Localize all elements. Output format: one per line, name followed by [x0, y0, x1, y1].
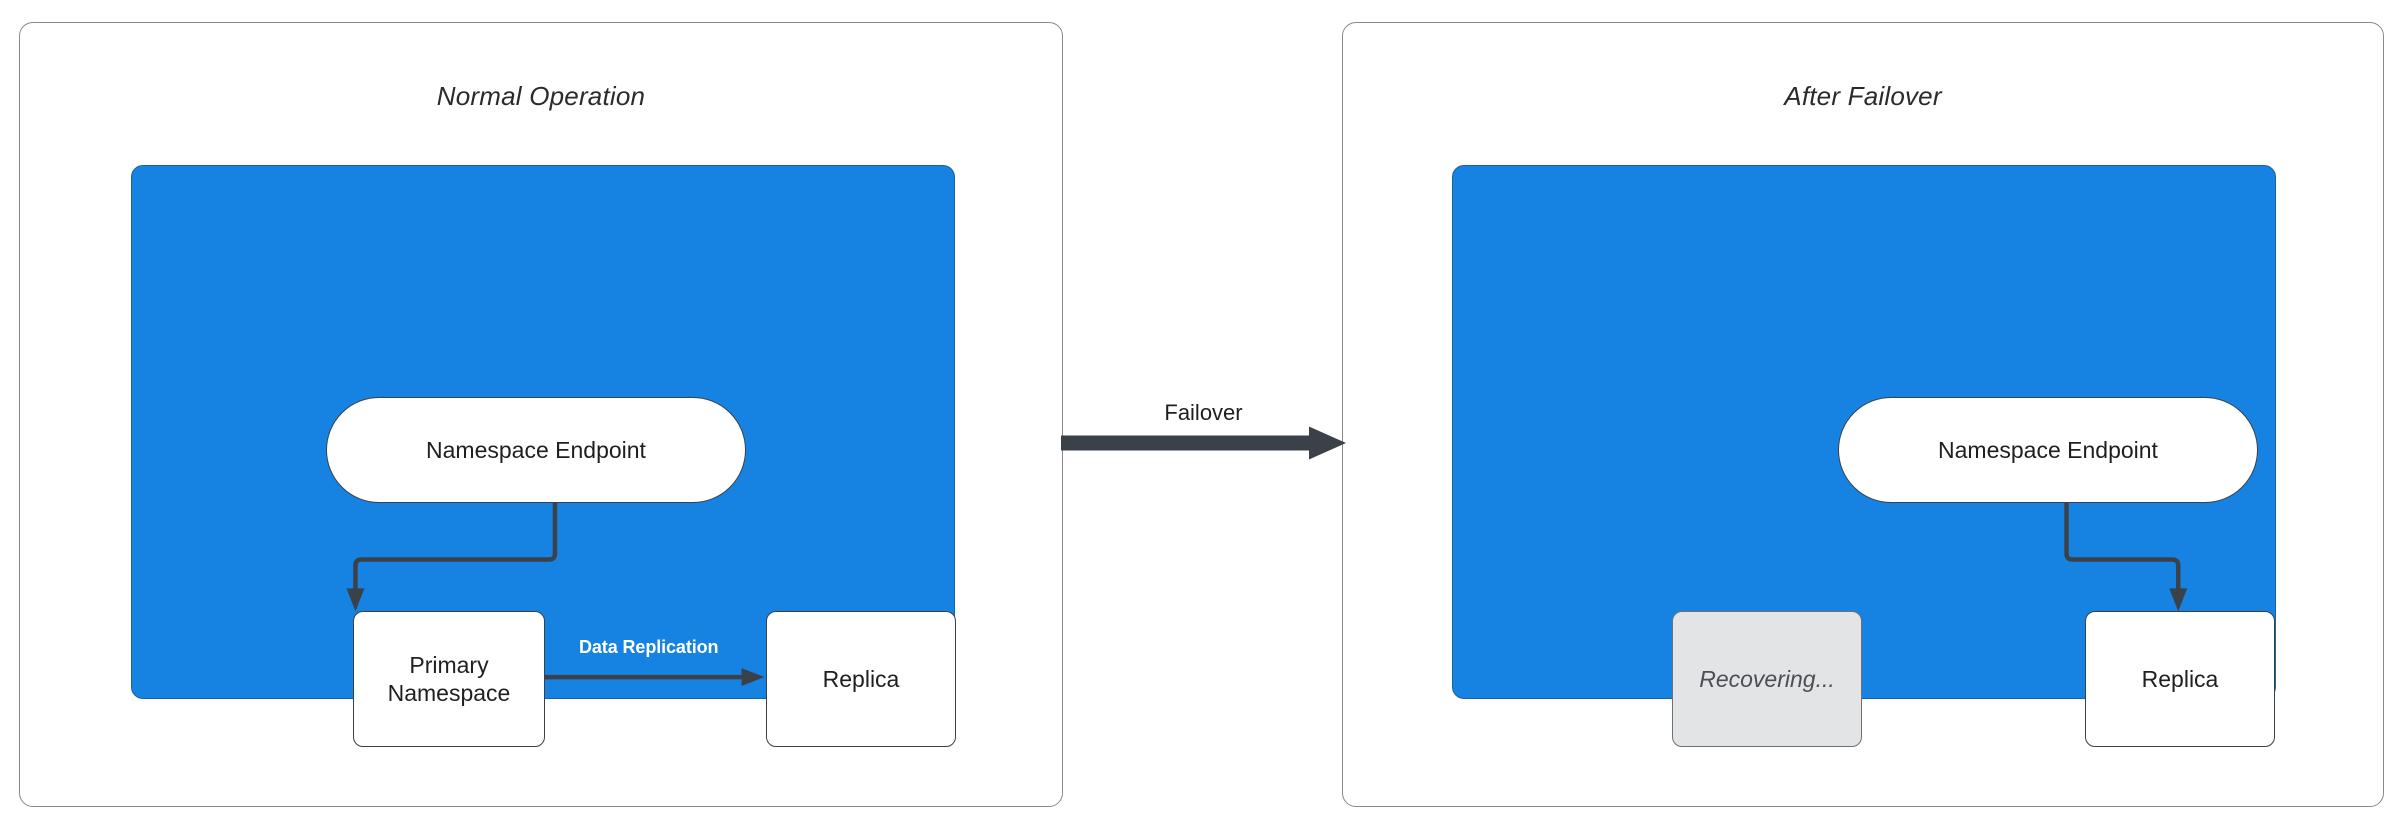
- node-label: Namespace Endpoint: [426, 436, 646, 463]
- node-label: Replica: [2141, 665, 2219, 692]
- failover-arrow-head: [1309, 426, 1346, 460]
- failover-arrow-shaft: [1061, 435, 1313, 451]
- arrowhead-endpoint-to-primary: [346, 588, 365, 612]
- cluster-box-after-failover: Namespace Endpoint Recovering... Replica: [1452, 165, 2276, 747]
- node-label: Replica: [822, 665, 900, 692]
- edge-label-data-replication: Data Replication: [579, 637, 719, 657]
- node-recovering[interactable]: Recovering...: [1672, 611, 1862, 747]
- node-label: Primary Namespace: [387, 651, 511, 706]
- arrowhead-primary-to-replica: [741, 668, 765, 687]
- arrowhead-endpoint-to-replica: [2169, 588, 2188, 612]
- panel-normal-operation: Normal Operation Data Replication Namesp…: [19, 22, 1063, 807]
- connector-endpoint-to-replica: [2064, 501, 2181, 597]
- failover-transition-arrow: [1061, 426, 1346, 460]
- cluster-box-normal-operation: Data Replication Namespace Endpoint Prim…: [131, 165, 956, 747]
- node-replica-failover[interactable]: Replica: [2085, 611, 2275, 747]
- node-namespace-endpoint-normal[interactable]: Namespace Endpoint: [326, 397, 746, 503]
- panel-after-failover: After Failover Namespace Endpoint Recove…: [1342, 22, 2384, 807]
- connector-endpoint-to-primary: [353, 501, 558, 597]
- failover-arrow-label: Failover: [1164, 400, 1243, 425]
- panel-title-after-failover: After Failover: [1784, 81, 1942, 111]
- panel-title-normal-operation: Normal Operation: [436, 81, 646, 111]
- node-replica-normal[interactable]: Replica: [766, 611, 956, 747]
- node-namespace-endpoint-failover[interactable]: Namespace Endpoint: [1838, 397, 2258, 503]
- node-label: Namespace Endpoint: [1938, 436, 2158, 463]
- node-primary-namespace[interactable]: Primary Namespace: [353, 611, 545, 747]
- node-label: Recovering...: [1699, 665, 1835, 692]
